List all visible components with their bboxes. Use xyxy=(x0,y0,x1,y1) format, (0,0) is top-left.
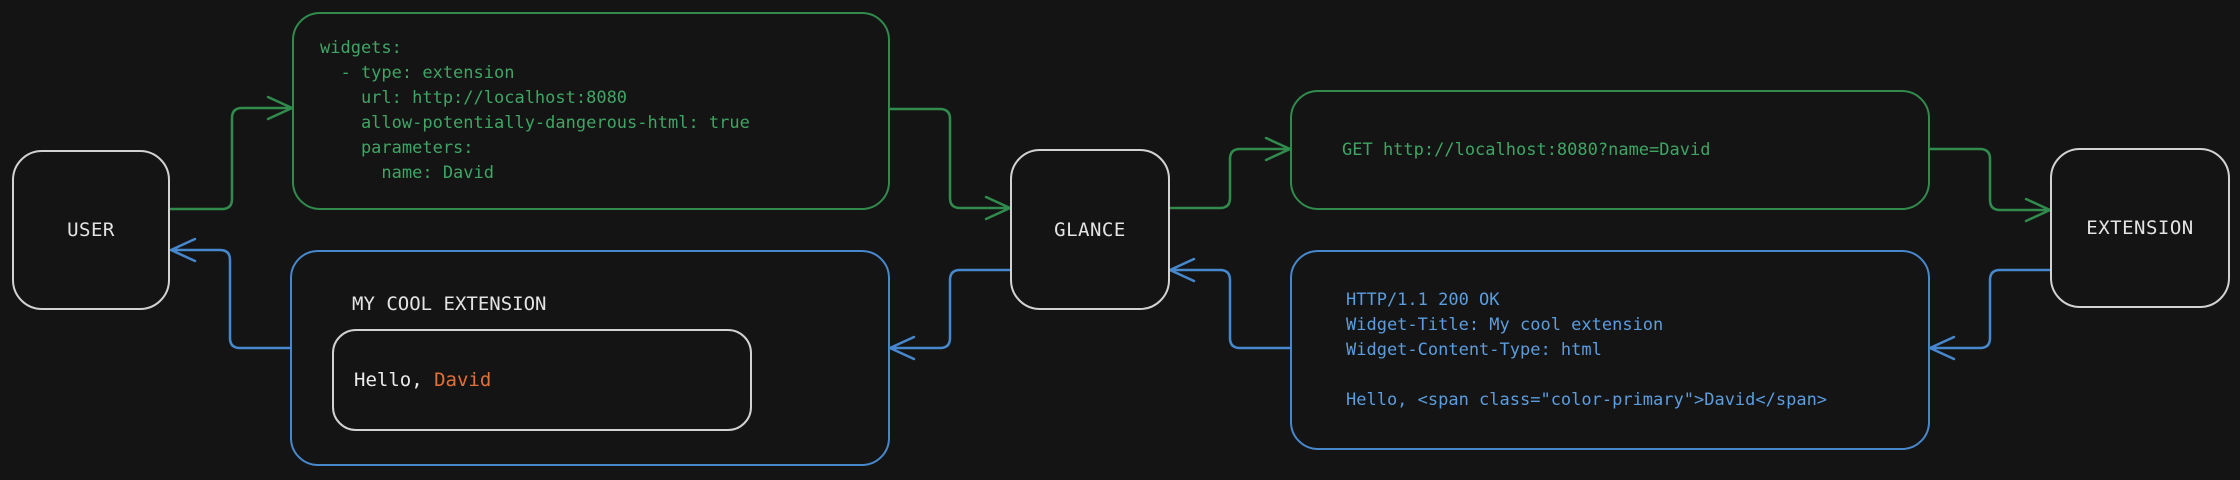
http-response-code: HTTP/1.1 200 OK Widget-Title: My cool ex… xyxy=(1346,289,1828,410)
config-yaml-code: widgets: - type: extension url: http://l… xyxy=(320,38,750,183)
widget-preview-box: MY COOL EXTENSION Hello, David xyxy=(290,250,890,466)
node-user-label: USER xyxy=(67,219,115,241)
greeting-name-text: David xyxy=(434,369,492,391)
edge-extension-to-response xyxy=(1928,268,2052,361)
edge-glance-to-preview xyxy=(888,268,1012,361)
widget-greeting-card: Hello, David xyxy=(332,329,752,431)
edge-config-to-glance xyxy=(888,107,1012,221)
edge-request-to-extension xyxy=(1928,147,2052,223)
http-response-box: HTTP/1.1 200 OK Widget-Title: My cool ex… xyxy=(1290,250,1930,450)
config-yaml-box: widgets: - type: extension url: http://l… xyxy=(292,12,890,210)
node-user: USER xyxy=(12,150,170,310)
node-extension: EXTENSION xyxy=(2050,148,2230,308)
edge-response-to-glance xyxy=(1168,257,1292,350)
widget-preview-title: MY COOL EXTENSION xyxy=(352,293,547,315)
edge-glance-to-request xyxy=(1168,136,1292,210)
node-extension-label: EXTENSION xyxy=(2086,217,2194,239)
http-request-box: GET http://localhost:8080?name=David xyxy=(1290,90,1930,210)
http-request-code: GET http://localhost:8080?name=David xyxy=(1342,139,1711,160)
greeting-prefix-text: Hello, xyxy=(354,369,435,391)
node-glance: GLANCE xyxy=(1010,149,1170,310)
node-glance-label: GLANCE xyxy=(1054,218,1126,241)
edge-preview-to-user xyxy=(169,237,292,350)
edge-user-to-config xyxy=(169,95,294,211)
